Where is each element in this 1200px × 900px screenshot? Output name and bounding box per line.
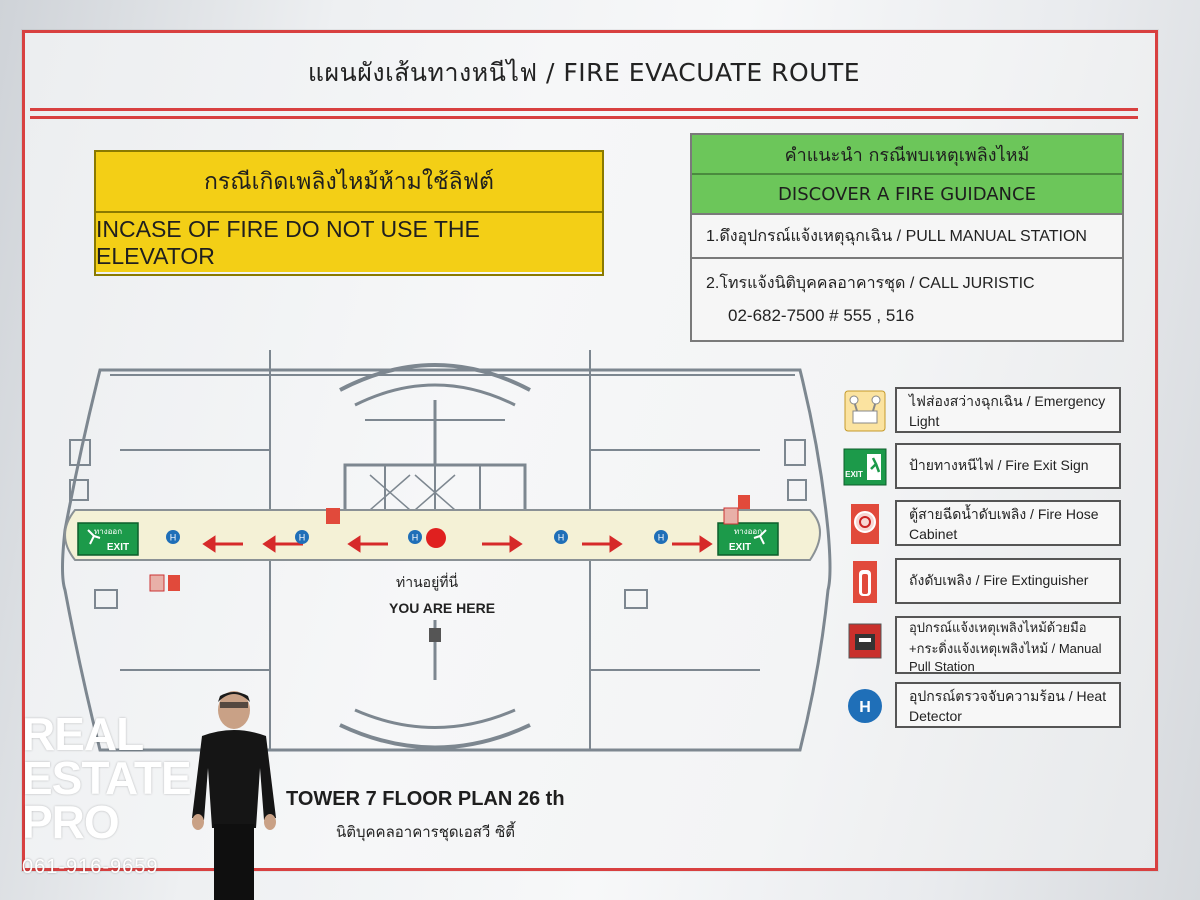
elevator-warning-panel: กรณีเกิดเพลิงไหม้ห้ามใช้ลิฟต์ INCASE OF … — [94, 150, 604, 276]
arrow-left — [262, 535, 303, 553]
juristic-phone: 02-682-7500 # 555 , 516 — [728, 306, 915, 325]
exit-sign-right: ทางออก EXIT — [717, 522, 779, 556]
evacuation-arrows — [202, 535, 713, 553]
heat-detector-marker: H — [408, 530, 422, 544]
arrow-left — [347, 535, 388, 553]
exit-sign-left-thai: ทางออก — [94, 527, 122, 536]
fire-hose-marker — [723, 507, 739, 525]
you-are-here-label: YOU ARE HERE — [389, 600, 496, 616]
guidance-heading-english: DISCOVER A FIRE GUIDANCE — [692, 175, 1122, 215]
heat-detector-symbol: H — [658, 533, 665, 543]
exit-sign-right-thai: ทางออก — [734, 527, 762, 536]
title-bar: แผนผังเส้นทางหนีไฟ / FIRE EVACUATE ROUTE — [30, 38, 1138, 111]
fire-extinguisher-marker — [326, 508, 340, 524]
presenter-photo — [192, 691, 276, 900]
exit-sign-left: ทางออก EXIT — [77, 522, 139, 556]
heat-detector-marker: H — [654, 530, 668, 544]
inner-frame — [30, 116, 1138, 857]
page-title: แผนผังเส้นทางหนีไฟ / FIRE EVACUATE ROUTE — [307, 58, 861, 87]
floor-plan: ทางออก EXIT ทางออก EXIT H H H H H — [61, 350, 832, 752]
fire-extinguisher-icon — [853, 561, 877, 603]
manual-pull-station-marker — [429, 628, 441, 642]
you-are-here-thai: ท่านอยู่ที่นี่ — [396, 575, 459, 591]
legend-label-emergency-light: ไฟส่องสว่างฉุกเฉิน / Emergency Light — [895, 387, 1121, 433]
manual-pull-station-icon — [848, 623, 882, 659]
floor-plan-caption-thai: นิติบุคคลอาคารชุดเอสวี ซิตี้ — [336, 823, 516, 841]
exit-sign-left-label: EXIT — [107, 542, 129, 553]
legend-fire-hose-cabinet: ตู้สายฉีดน้ำดับเพลิง / Fire Hose Cabinet — [843, 500, 1125, 550]
legend-exit-text: EXIT — [845, 470, 863, 479]
legend-fire-extinguisher: ถังดับเพลิง / Fire Extinguisher — [843, 558, 1125, 608]
fire-exit-sign-icon: EXIT — [843, 448, 887, 486]
heat-detector-symbol: H — [412, 533, 419, 543]
guidance-step-1: 1.ดึงอุปกรณ์แจ้งเหตุฉุกเฉิน / PULL MANUA… — [692, 215, 1122, 259]
building-outline — [61, 350, 832, 752]
emergency-light-icon — [844, 390, 886, 432]
legend-fire-exit-sign: EXIT ป้ายทางหนีไฟ / Fire Exit Sign — [843, 443, 1125, 493]
legend-manual-pull-station: อุปกรณ์แจ้งเหตุเพลิงไหม้ด้วยมือ +กระดิ่ง… — [843, 616, 1125, 674]
watermark-phone: 061-916-9659 — [22, 856, 159, 878]
legend-heat-detector-symbol: H — [859, 699, 871, 716]
fire-extinguisher-marker — [738, 495, 750, 509]
you-are-here-marker — [426, 528, 446, 548]
arrow-right — [672, 535, 713, 553]
heat-detector-marker: H — [295, 530, 309, 544]
brand-watermark: REAL ESTATE PRO — [22, 708, 192, 848]
arrow-right — [482, 535, 523, 553]
heat-detector-symbol: H — [170, 533, 177, 543]
fire-hose-marker — [149, 574, 165, 592]
heat-detector-symbol: H — [558, 533, 565, 543]
legend-label-fire-extinguisher: ถังดับเพลิง / Fire Extinguisher — [895, 558, 1121, 604]
legend-heat-detector: H อุปกรณ์ตรวจจับความร้อน / Heat Detector — [843, 682, 1125, 732]
legend-emergency-light: ไฟส่องสว่างฉุกเฉิน / Emergency Light — [843, 387, 1125, 437]
legend-label-fire-exit-sign: ป้ายทางหนีไฟ / Fire Exit Sign — [895, 443, 1121, 489]
legend-label-manual-pull-station: อุปกรณ์แจ้งเหตุเพลิงไหม้ด้วยมือ +กระดิ่ง… — [895, 616, 1121, 674]
heat-detector-marker: H — [554, 530, 568, 544]
floor-plan-caption: TOWER 7 FLOOR PLAN 26 th — [286, 788, 565, 810]
warning-thai: กรณีเกิดเพลิงไหม้ห้ามใช้ลิฟต์ — [96, 152, 602, 211]
warning-english: INCASE OF FIRE DO NOT USE THE ELEVATOR — [96, 211, 602, 272]
arrow-left — [202, 535, 243, 553]
arrow-right — [582, 535, 623, 553]
heat-detector-marker: H — [166, 530, 180, 544]
heat-detector-icon: H — [848, 689, 882, 723]
guidance-heading-thai: คำแนะนำ กรณีพบเหตุเพลิงไหม้ — [692, 135, 1122, 175]
fire-guidance-panel: คำแนะนำ กรณีพบเหตุเพลิงไหม้ DISCOVER A F… — [690, 133, 1124, 342]
guidance-step-2: 2.โทรแจ้งนิติบุคคลอาคารชุด / CALL JURIST… — [692, 259, 1122, 326]
fire-hose-cabinet-icon — [851, 504, 879, 544]
heat-detector-symbol: H — [299, 533, 306, 543]
legend-label-fire-hose-cabinet: ตู้สายฉีดน้ำดับเพลิง / Fire Hose Cabinet — [895, 500, 1121, 546]
fire-extinguisher-marker — [168, 575, 180, 591]
guidance-step-2-text: 2.โทรแจ้งนิติบุคคลอาคารชุด / CALL JURIST… — [706, 275, 1035, 292]
legend-label-heat-detector: อุปกรณ์ตรวจจับความร้อน / Heat Detector — [895, 682, 1121, 728]
exit-sign-right-label: EXIT — [729, 542, 751, 553]
fire-equipment-markers — [149, 495, 750, 642]
